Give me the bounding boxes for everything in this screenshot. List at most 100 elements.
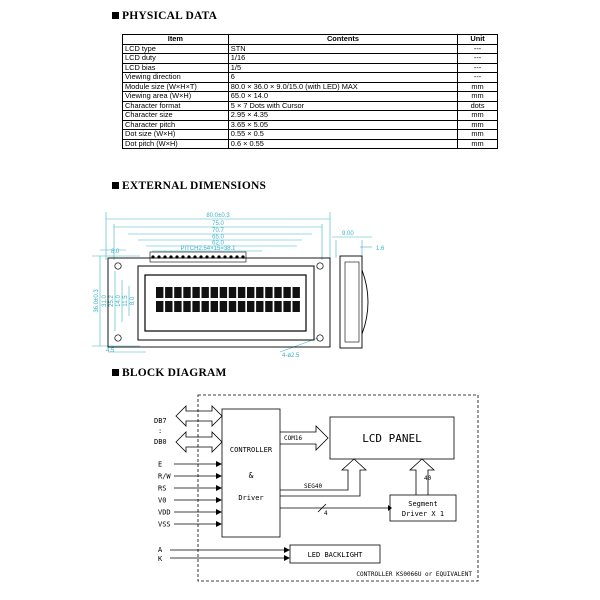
bus-width-label: 4 <box>324 510 328 517</box>
character-cell <box>156 301 164 312</box>
character-cell <box>292 301 300 312</box>
cathode-label: K <box>158 555 163 563</box>
segment-to-panel-arrow-icon <box>408 458 436 495</box>
dim-thickness: 9.00 <box>342 231 354 237</box>
signal-label: V0 <box>158 497 166 505</box>
dim-75: 75.0 <box>212 221 224 227</box>
signal-arrow-icon <box>216 497 222 503</box>
arrow-head-icon <box>284 547 290 553</box>
section-external-title: EXTERNAL DIMENSIONS <box>122 180 267 192</box>
section-physical-data: PHYSICAL DATA <box>112 10 217 22</box>
dim-70: 70.7 <box>212 228 224 234</box>
character-cell <box>256 287 264 298</box>
controller-amp-label: & <box>249 471 254 480</box>
dim-margin: 4.5 <box>106 348 115 354</box>
com16-label: COM16 <box>284 435 302 442</box>
header-pin <box>175 255 179 259</box>
anode-label: A <box>158 546 163 554</box>
bullet-square-icon <box>112 12 119 19</box>
bullet-square-icon <box>112 182 119 189</box>
character-cell <box>219 287 228 298</box>
signal-arrow-icon <box>216 521 222 527</box>
section-physical-title: PHYSICAL DATA <box>122 10 218 22</box>
character-cell <box>165 301 173 312</box>
bullet-square-icon <box>112 369 119 376</box>
character-cell <box>183 301 191 312</box>
character-cell <box>283 301 291 312</box>
dim-height-total: 36.0±0.3 <box>94 289 100 313</box>
character-cell <box>274 301 282 312</box>
character-cell <box>174 301 182 312</box>
character-cell <box>201 301 209 312</box>
dim-8: 8.0 <box>130 296 136 305</box>
character-cell <box>210 301 218 312</box>
lcd-panel-label: LCD PANEL <box>362 432 422 445</box>
character-cell <box>237 287 246 298</box>
header-pin <box>193 255 197 259</box>
dim-31: 31.0 <box>102 295 108 307</box>
lcd-panel-block <box>329 416 455 460</box>
segment-count-label: 40 <box>424 475 432 482</box>
character-cell <box>183 287 191 298</box>
db7-label: DB7 <box>154 417 167 425</box>
character-cell <box>265 287 273 298</box>
led-backlight-block <box>289 544 381 564</box>
cell-contents: 0.6 × 0.55 <box>227 138 459 149</box>
character-cell <box>247 301 255 312</box>
dim-65: 65.0 <box>212 235 224 241</box>
character-cell <box>192 301 200 312</box>
dim-led: 1.6 <box>376 246 385 252</box>
character-cell <box>228 301 237 312</box>
dim-pitch: PITCH2.54×15=38.1 <box>180 246 236 252</box>
header-pin <box>217 255 221 259</box>
driver-label: Driver <box>238 494 263 502</box>
header-pin <box>163 255 167 259</box>
dim-62: 62.0 <box>212 241 224 247</box>
character-cell <box>265 301 273 312</box>
header-pin <box>205 255 209 259</box>
signal-label: RS <box>158 485 166 493</box>
character-cell <box>174 287 182 298</box>
section-block-title: BLOCK DIAGRAM <box>122 367 227 379</box>
seg40-label: SEG40 <box>304 483 322 490</box>
signal-label: VDD <box>158 509 171 517</box>
controller-footer-label: CONTROLLER KS0066U or EQUIVALENT <box>356 571 472 578</box>
header-pin <box>157 255 161 259</box>
header-pin <box>241 255 245 259</box>
dim-11: 11.5 <box>123 295 129 307</box>
cell-unit: mm <box>457 138 498 149</box>
header-pin <box>235 255 239 259</box>
header-pin <box>181 255 185 259</box>
signal-arrow-icon <box>216 461 222 467</box>
header-pin <box>211 255 215 259</box>
character-cell <box>165 287 173 298</box>
character-cell <box>256 301 264 312</box>
dim-width-total: 80.0±0.3 <box>206 213 230 219</box>
com16-arrow-icon <box>280 425 329 451</box>
dim-left-offset: 8.0 <box>111 249 120 255</box>
led-backlight-label: LED BACKLIGHT <box>308 551 364 559</box>
character-cell <box>274 287 282 298</box>
controller-block <box>221 408 281 538</box>
character-cell <box>210 287 218 298</box>
header-pin <box>199 255 203 259</box>
signal-arrow-icon <box>216 485 222 491</box>
header-pin <box>169 255 173 259</box>
controller-boundary <box>197 394 479 582</box>
segment-label: Segment <box>408 500 438 508</box>
segment-driver-label: Driver X 1 <box>402 510 444 518</box>
character-cell <box>228 287 237 298</box>
dim-25: 25.2 <box>109 295 115 307</box>
header-pin <box>223 255 227 259</box>
character-cell <box>237 301 246 312</box>
character-cell <box>292 287 300 298</box>
arrow-head-icon <box>388 505 392 511</box>
header-pin <box>229 255 233 259</box>
character-cell <box>192 287 200 298</box>
seg40-arrow-icon <box>280 458 368 497</box>
